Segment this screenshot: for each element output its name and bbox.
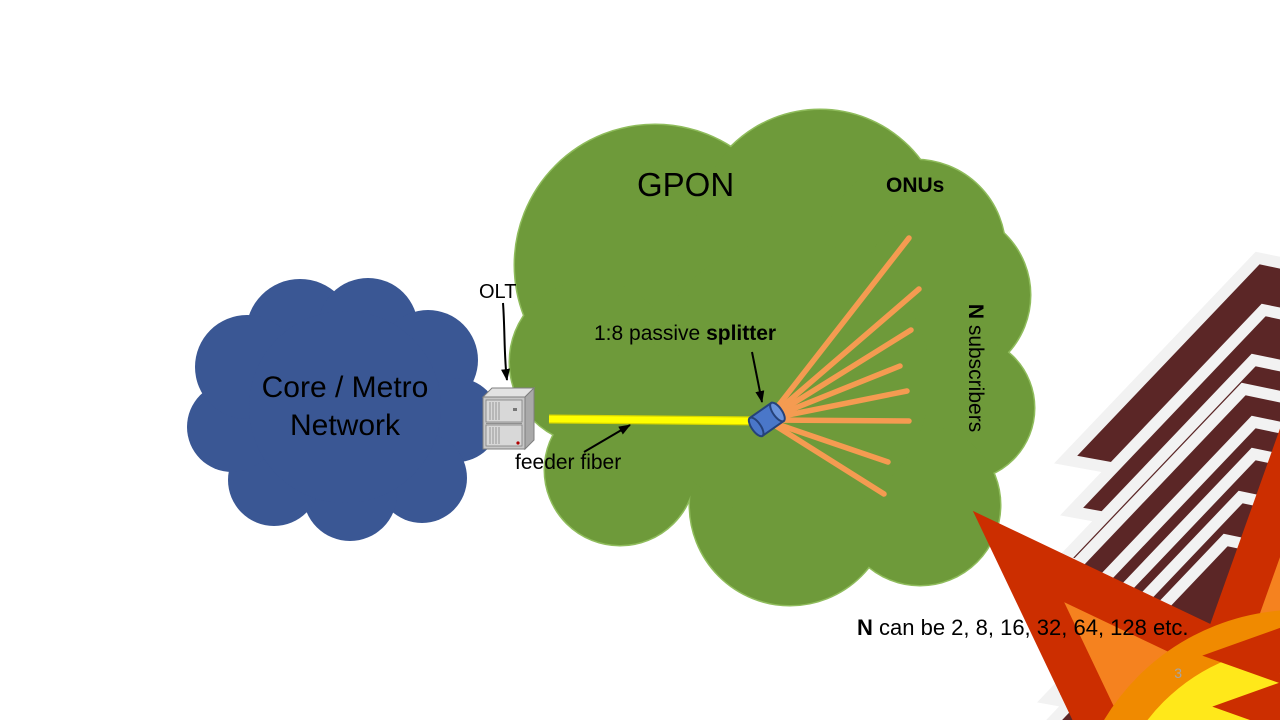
splitter-device — [747, 401, 786, 438]
page-number: 3 — [1174, 665, 1182, 681]
annotation-arrows — [501, 302, 765, 453]
feeder-fiber-line — [548, 415, 765, 425]
core-metro-cloud — [187, 278, 499, 541]
gpon-cloud-label: GPON — [637, 166, 735, 203]
feeder-arrow — [583, 424, 631, 453]
core-metro-cloud-label: Core / Metro Network — [240, 369, 450, 445]
feeder-fiber-label: feeder fiber — [515, 451, 622, 474]
splitter-arrow — [751, 351, 765, 403]
olt-arrow — [501, 302, 510, 381]
core-label-line2: Network — [289, 409, 401, 442]
n-subscribers-label: N subscribers — [964, 303, 987, 433]
gpon-cloud — [508, 108, 1036, 607]
olt-label: OLT — [479, 281, 517, 303]
drop-fiber-lines — [765, 235, 922, 497]
core-label-line1: Core / Metro — [261, 371, 429, 404]
n-values-note: N can be 2, 8, 16, 32, 64, 128 etc. — [857, 615, 1189, 640]
onus-label: ONUs — [886, 174, 945, 197]
splitter-label: 1:8 passive splitter — [594, 322, 777, 345]
olt-device — [481, 386, 536, 451]
